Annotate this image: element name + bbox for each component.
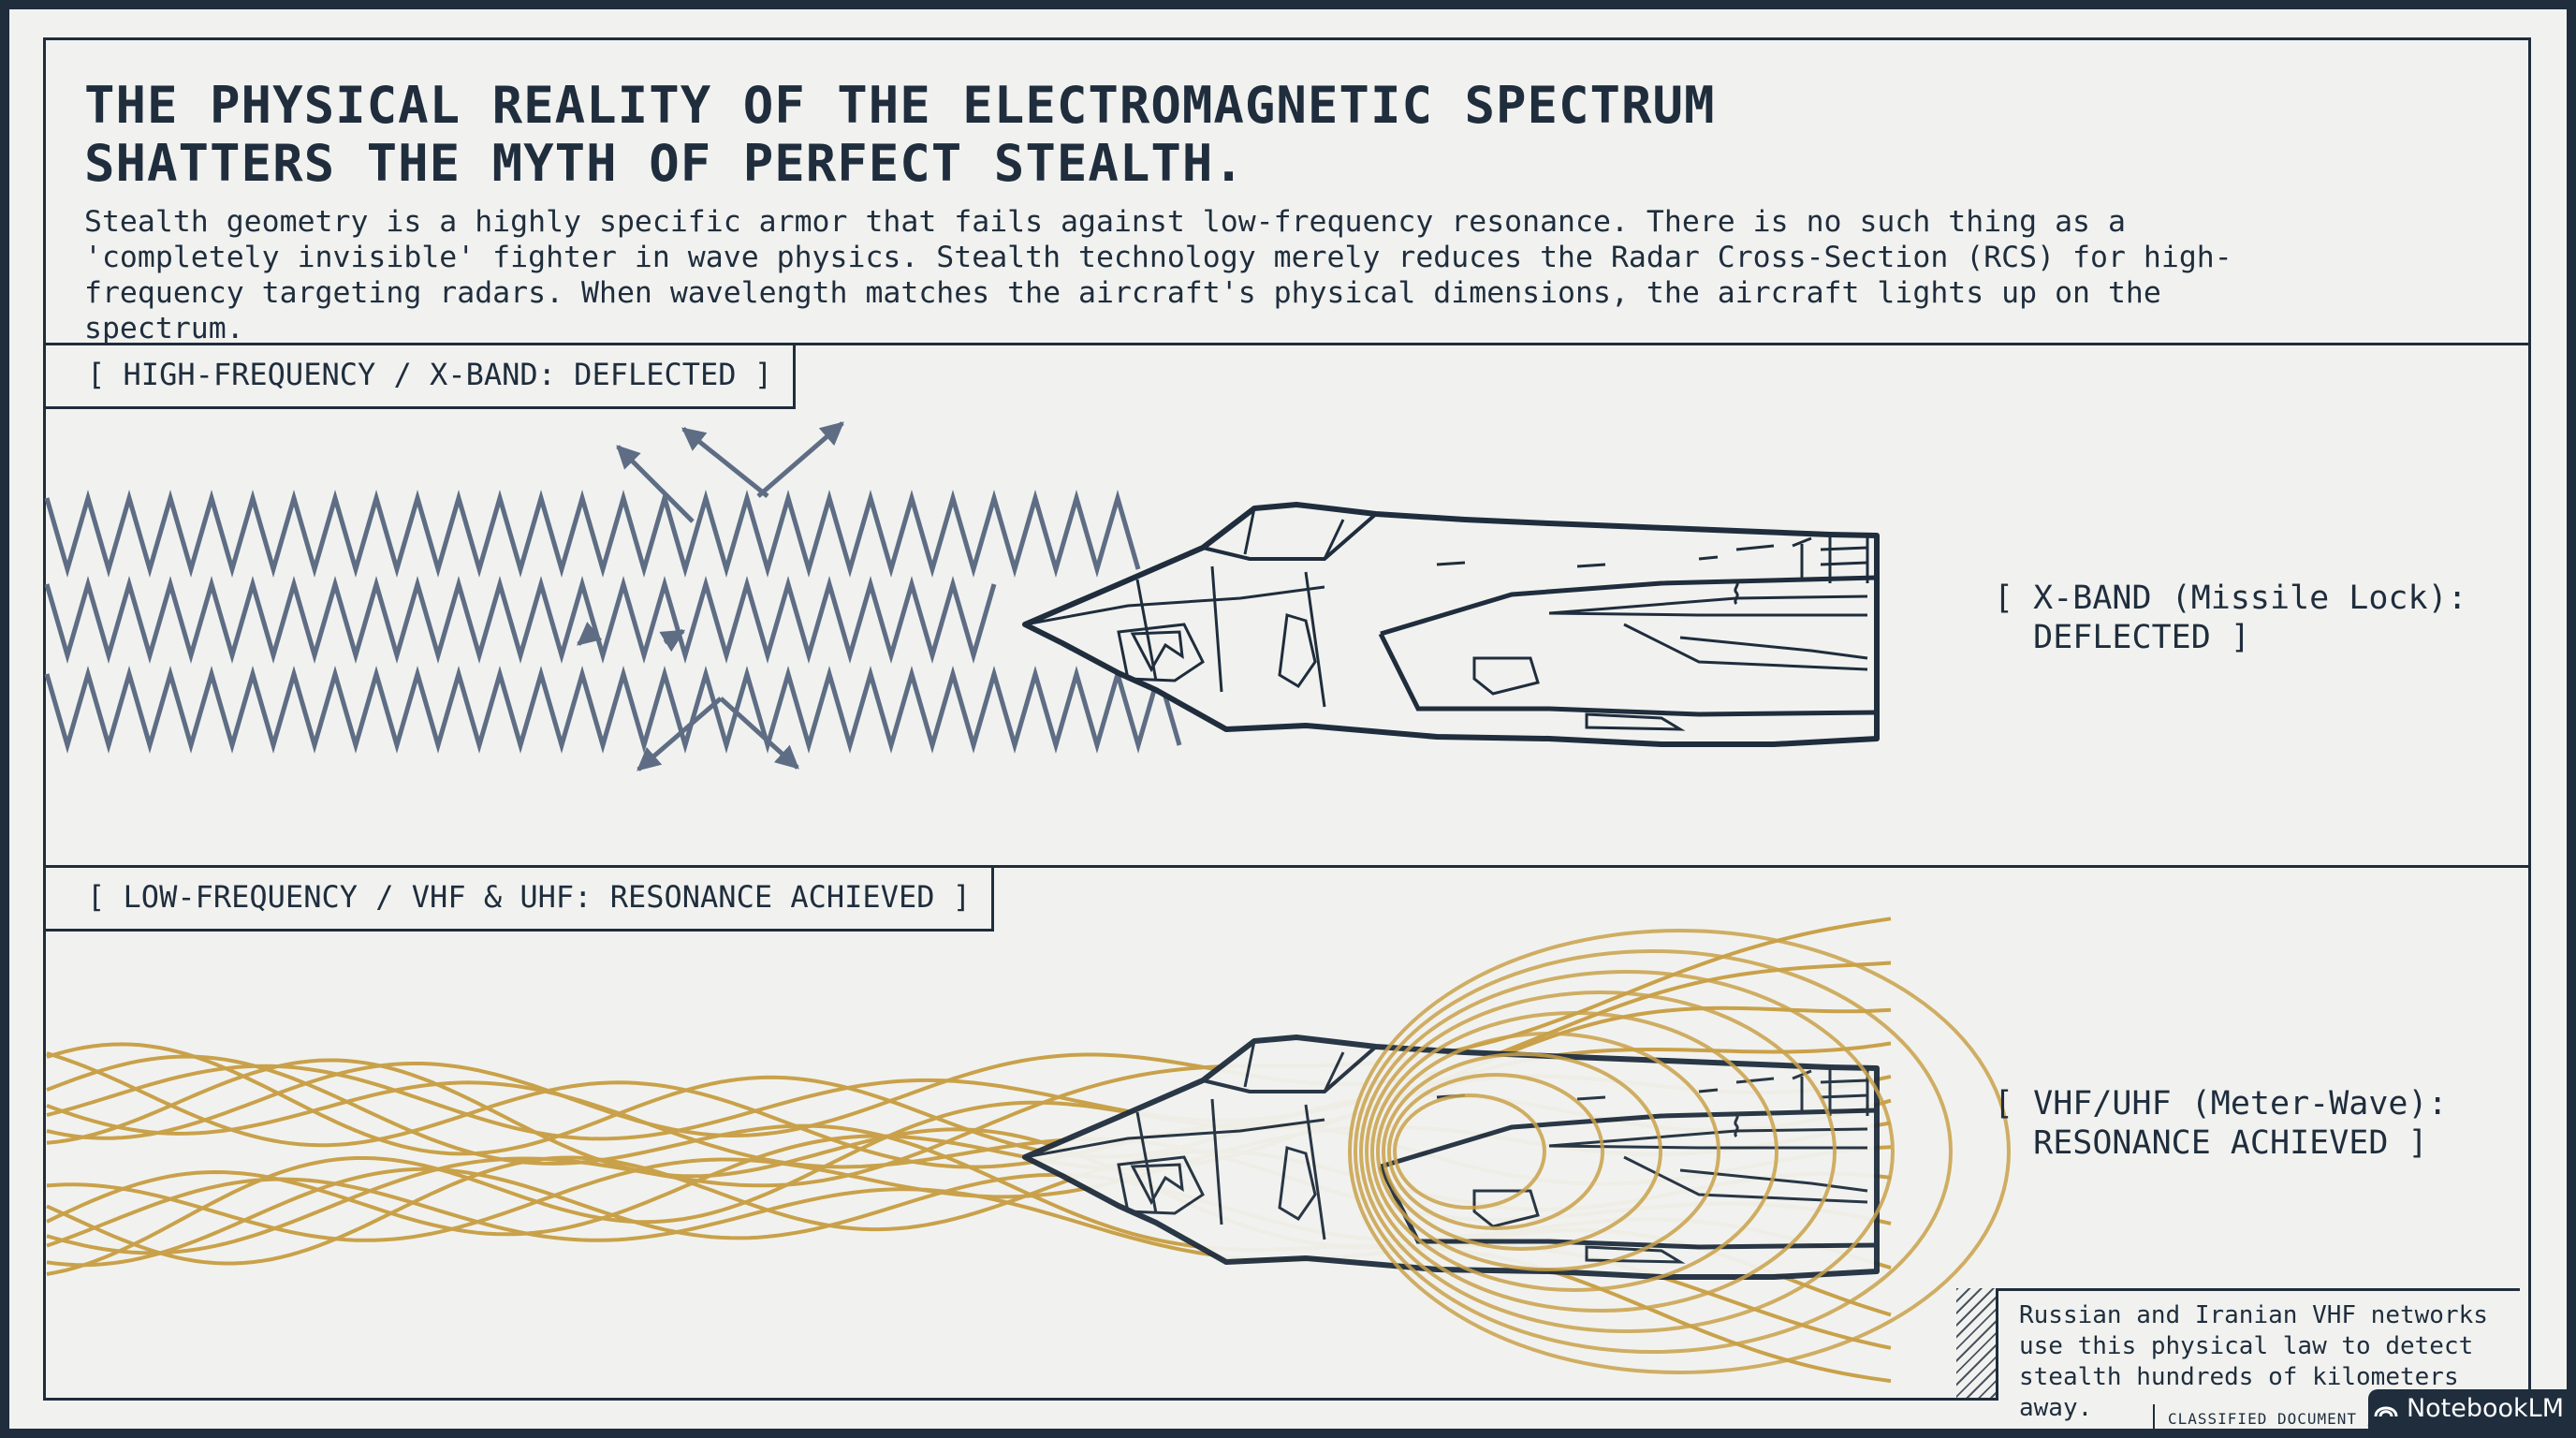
resonance-ring-2: [1387, 1073, 1604, 1230]
xband-wave-1: [44, 490, 1141, 578]
brand-badge[interactable]: NotebookLM: [2368, 1389, 2569, 1429]
resonance-ring-5: [1370, 1011, 1778, 1292]
resonance-ring-1: [1393, 1093, 1546, 1210]
diagram-graphics: [44, 421, 2011, 1384]
vhf-wave-14: [46, 1054, 1892, 1384]
vhf-wave-4: [46, 1041, 1892, 1141]
page-title: THE PHYSICAL REALITY OF THE ELECTROMAGNE…: [84, 77, 1716, 193]
vhf-result-line-2: RESONANCE ACHIEVED ]: [1994, 1124, 2428, 1162]
title-line-1: THE PHYSICAL REALITY OF THE ELECTROMAGNE…: [84, 76, 1716, 135]
resonance-ring-6: [1365, 990, 1837, 1313]
vhf-wave-1: [46, 917, 1892, 1255]
vhf-result-label: [ VHF/UHF (Meter-Wave): RESONANCE ACHIEV…: [1994, 1084, 2448, 1163]
resonance-ring-9: [1348, 929, 2011, 1374]
stealth-fighter-xband: [1025, 505, 1877, 744]
resonance-ring-3: [1382, 1052, 1662, 1251]
note-hatch: [1956, 1288, 1996, 1401]
slide-frame: [43, 37, 2531, 1401]
xband-result-line-1: [ X-BAND (Missile Lock):: [1994, 580, 2467, 617]
vhf-wave-3: [46, 1005, 1892, 1276]
slide: THE PHYSICAL REALITY OF THE ELECTROMAGNE…: [9, 9, 2567, 1434]
xband-result-line-2: DEFLECTED ]: [1994, 619, 2250, 656]
resonance-ring-4: [1376, 1032, 1720, 1271]
resonance-ring-7: [1359, 970, 1895, 1333]
panel-divider: [45, 865, 2529, 868]
panel-tag-vhf: [ LOW-FREQUENCY / VHF & UHF: RESONANCE A…: [46, 868, 995, 932]
header-divider: [45, 343, 2529, 345]
title-line-2: SHATTERS THE MYTH OF PERFECT STEALTH.: [84, 134, 1245, 193]
notebooklm-logo-icon: [2374, 1406, 2398, 1417]
vhf-result-line-1: [ VHF/UHF (Meter-Wave):: [1994, 1085, 2448, 1123]
resonance-rings: [1348, 929, 2011, 1374]
vhf-wave-2: [46, 961, 1892, 1140]
detection-note: Russian and Iranian VHF networks use thi…: [1996, 1288, 2520, 1422]
intro-text: Stealth geometry is a highly specific ar…: [84, 205, 2232, 345]
xband-wave-2: [44, 576, 997, 664]
panel-tag-xband: [ HIGH-FREQUENCY / X-BAND: DEFLECTED ]: [46, 345, 797, 409]
classified-footer: CLASSIFIED DOCUMENT //: [2153, 1404, 2387, 1434]
resonance-ring-8: [1354, 949, 1953, 1354]
deflection-arrows: [577, 421, 844, 771]
xband-result-label: [ X-BAND (Missile Lock): DEFLECTED ]: [1994, 579, 2467, 657]
brand-name: NotebookLM: [2406, 1394, 2565, 1423]
xband-wave-3: [44, 666, 1182, 754]
xband-waves: [44, 490, 1182, 754]
